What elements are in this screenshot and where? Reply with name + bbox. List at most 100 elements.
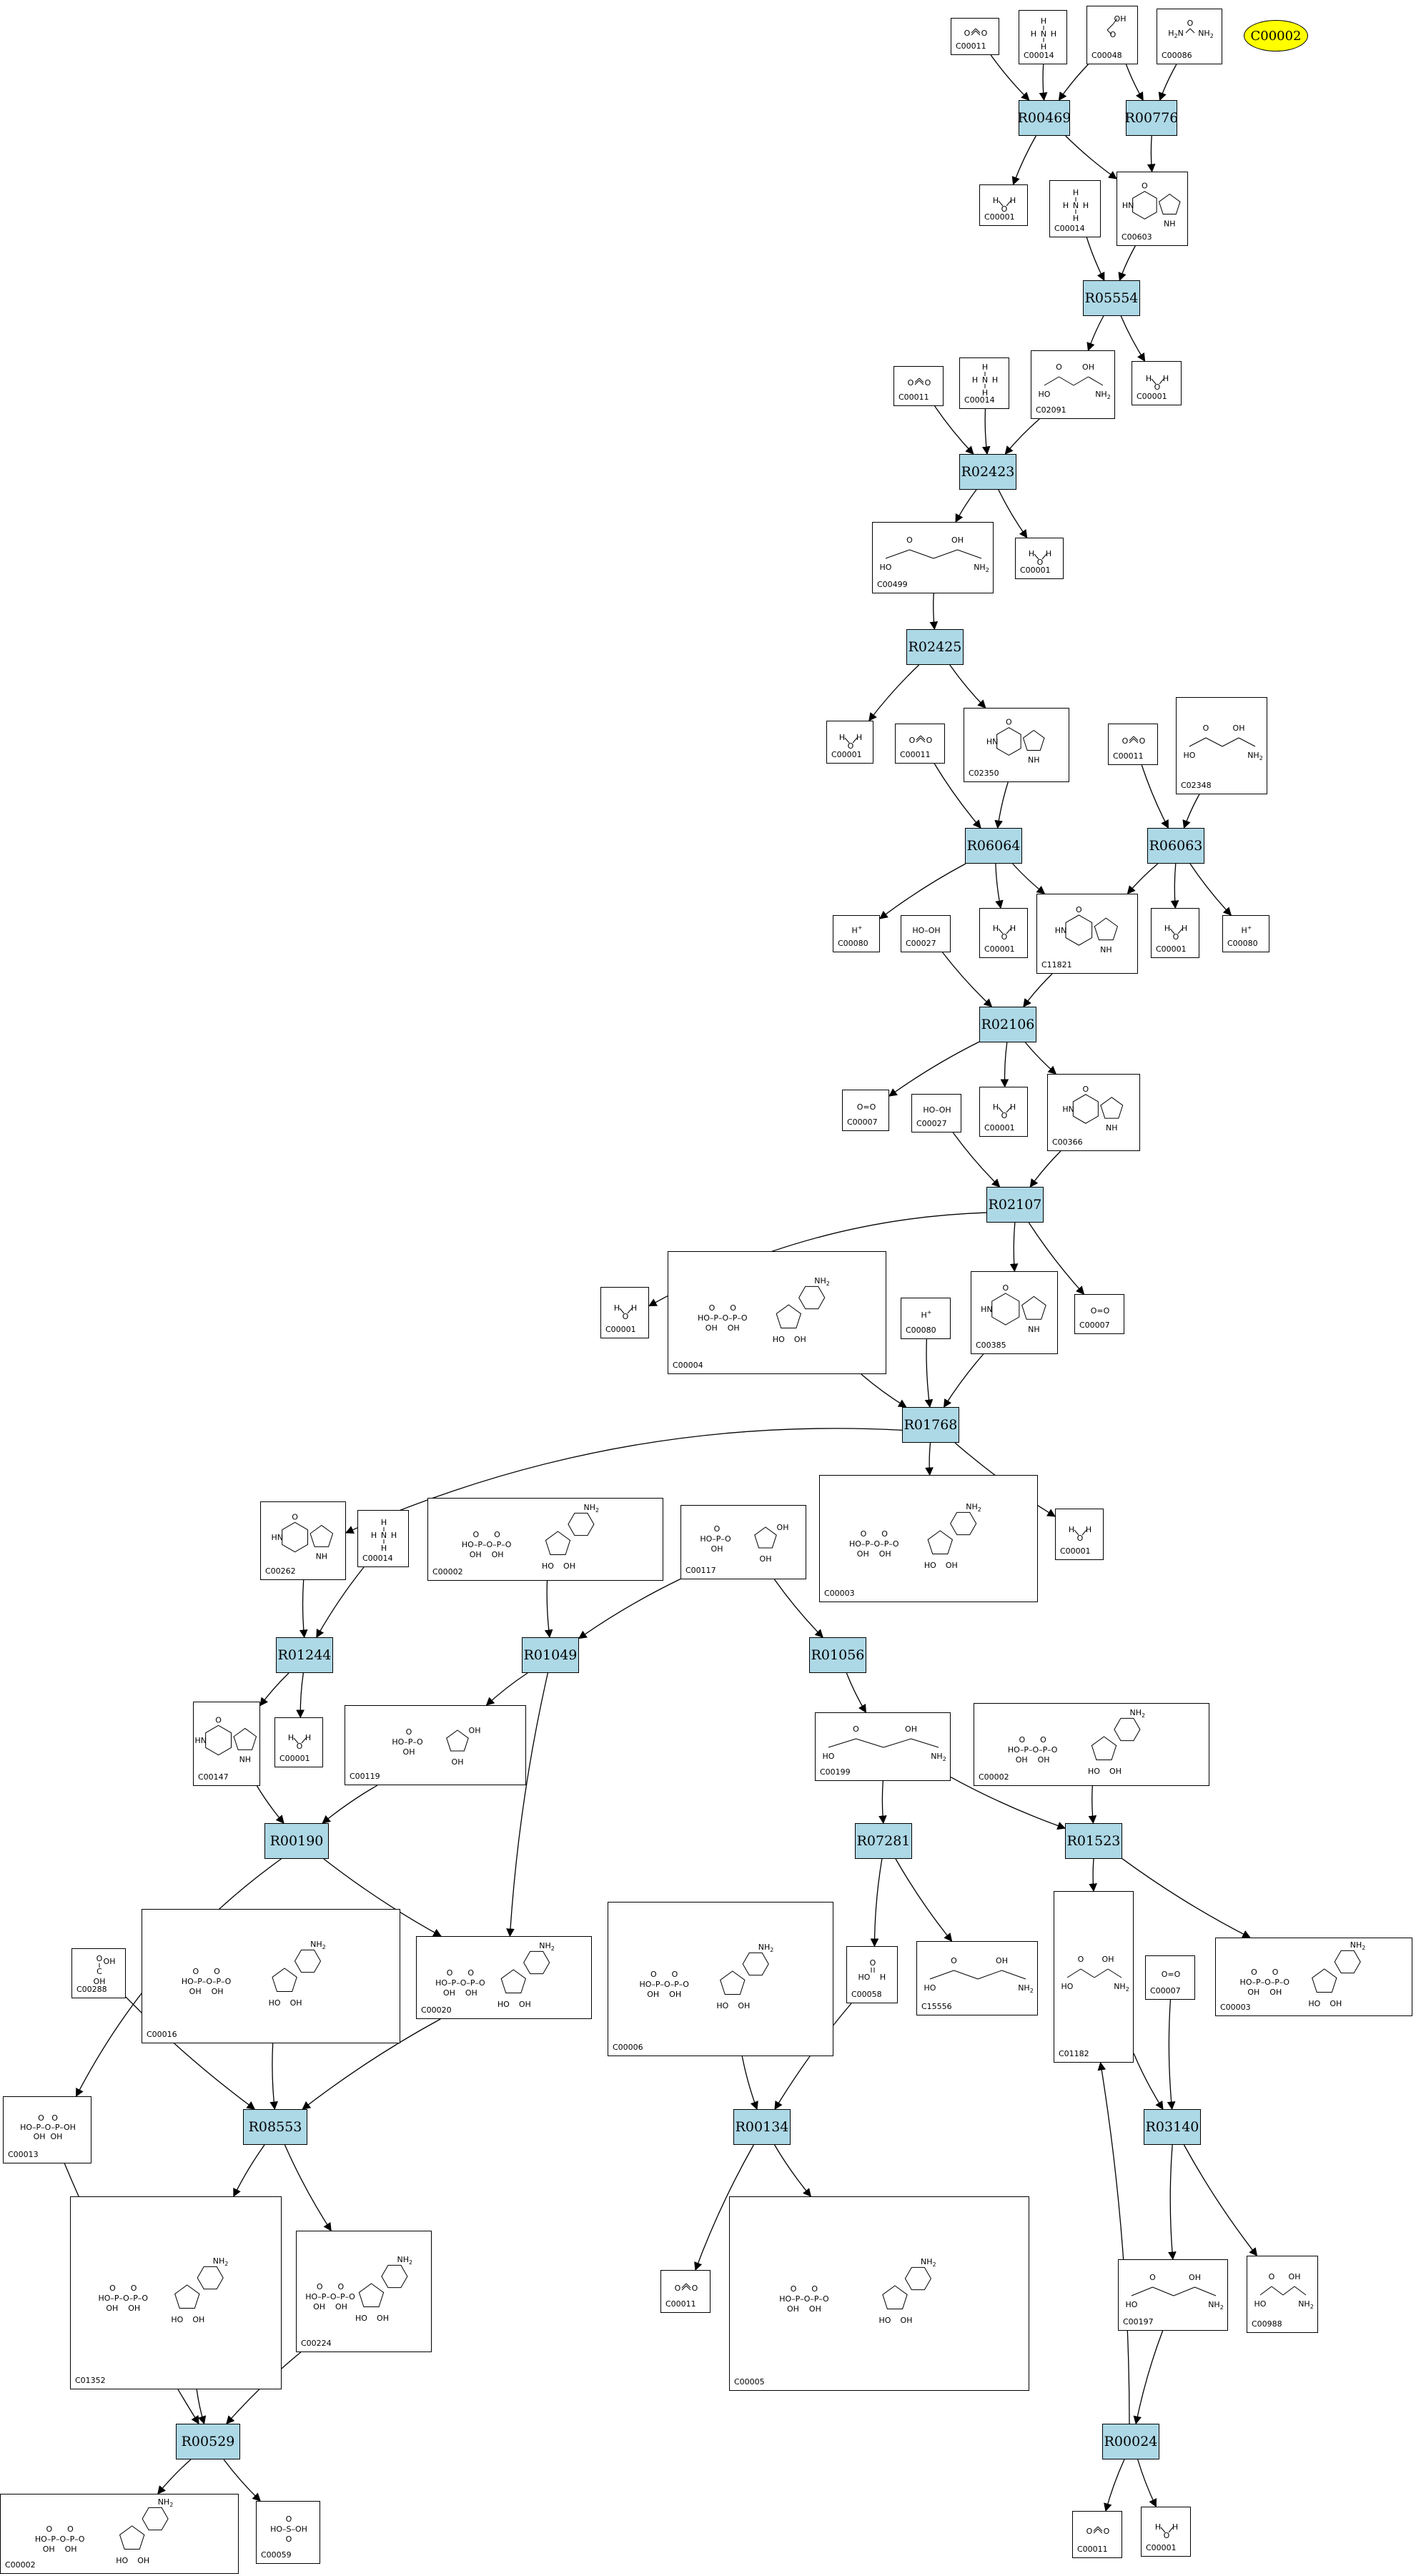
svg-text:NH2: NH2	[966, 1502, 981, 1513]
reaction-node[interactable]: R06064	[965, 828, 1022, 864]
reaction-node[interactable]: R02107	[986, 1187, 1044, 1223]
structure-icon: OHO–S–OHO	[270, 2515, 307, 2544]
svg-text:H: H	[1063, 201, 1069, 210]
svg-text:O O: O O	[192, 1967, 220, 1976]
svg-text:O: O	[1269, 2272, 1275, 2281]
reaction-arrow	[1189, 863, 1232, 916]
reaction-node[interactable]: R00190	[264, 1823, 329, 1859]
reaction-node[interactable]: R00776	[1125, 100, 1178, 136]
reaction-node[interactable]: R00469	[1018, 100, 1071, 136]
structure-icon: HOH	[993, 196, 1016, 214]
compound-node[interactable]: H+C00080	[901, 1298, 951, 1339]
svg-text:H: H	[1182, 924, 1187, 933]
svg-text:H: H	[1146, 374, 1152, 383]
reaction-node[interactable]: R02423	[959, 454, 1016, 490]
svg-text:O: O	[1173, 932, 1179, 942]
compound-id-label: C00001	[1137, 392, 1167, 401]
reaction-node[interactable]: R01768	[902, 1407, 959, 1443]
reaction-node[interactable]: R01523	[1065, 1823, 1122, 1859]
compound-node[interactable]: H+C00080	[1222, 915, 1269, 952]
reaction-node[interactable]: R00134	[733, 2109, 791, 2145]
reaction-node[interactable]: R05554	[1083, 280, 1140, 316]
reaction-node[interactable]: R08553	[243, 2109, 307, 2145]
reaction-node[interactable]: R02425	[906, 629, 964, 665]
svg-text:H: H	[1164, 924, 1170, 933]
compound-node[interactable]: H+C00080	[833, 915, 880, 952]
reaction-node[interactable]: R01244	[276, 1637, 333, 1673]
reaction-node[interactable]: R03140	[1144, 2109, 1201, 2145]
reaction-node[interactable]: R06063	[1147, 828, 1204, 864]
reaction-node[interactable]: R01056	[809, 1637, 866, 1673]
highlighted-compound-badge[interactable]: C00002	[1244, 20, 1308, 51]
reaction-node[interactable]: R07281	[855, 1823, 912, 1859]
reaction-arrow	[1000, 1042, 1009, 1088]
reaction-node[interactable]: R02106	[979, 1007, 1036, 1042]
reaction-node[interactable]: R00024	[1102, 2424, 1159, 2459]
reaction-node[interactable]: R00529	[176, 2424, 240, 2459]
reaction-node[interactable]: R01049	[522, 1637, 579, 1673]
